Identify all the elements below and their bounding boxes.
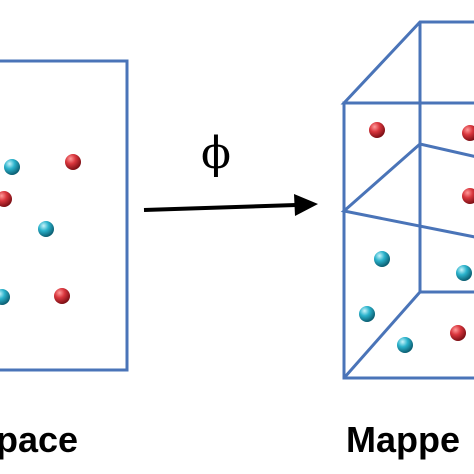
input-space-box	[0, 59, 129, 372]
cyan-data-point	[374, 251, 390, 267]
red-data-point	[450, 325, 466, 341]
separating-hyperplane	[340, 142, 474, 239]
mapping-arrow-group: ϕ	[143, 128, 318, 216]
red-data-point	[369, 122, 385, 138]
red-data-point	[54, 288, 70, 304]
mapped-box-bottom-back-edge	[342, 291, 422, 379]
input-space-caption: pace	[0, 419, 78, 460]
red-data-point	[0, 191, 12, 207]
cyan-data-point	[4, 159, 20, 175]
red-data-point	[462, 125, 474, 141]
red-data-point	[462, 188, 474, 204]
mapped-box-top-face	[340, 20, 474, 105]
cyan-data-point	[38, 221, 54, 237]
mapped-space-caption: Mappe	[346, 419, 460, 460]
cyan-data-point	[359, 306, 375, 322]
cyan-data-point	[397, 337, 413, 353]
cyan-data-point	[0, 289, 10, 305]
mapping-arrow-shaft	[143, 203, 297, 212]
phi-mapping-symbol: ϕ	[201, 128, 231, 179]
red-data-point	[65, 154, 81, 170]
cyan-data-point	[456, 265, 472, 281]
mapped-space-panel	[340, 20, 474, 380]
mapped-space-points	[359, 122, 474, 353]
input-space-points	[0, 154, 81, 305]
input-space-panel	[0, 59, 129, 372]
mapping-arrow-head	[294, 194, 318, 216]
